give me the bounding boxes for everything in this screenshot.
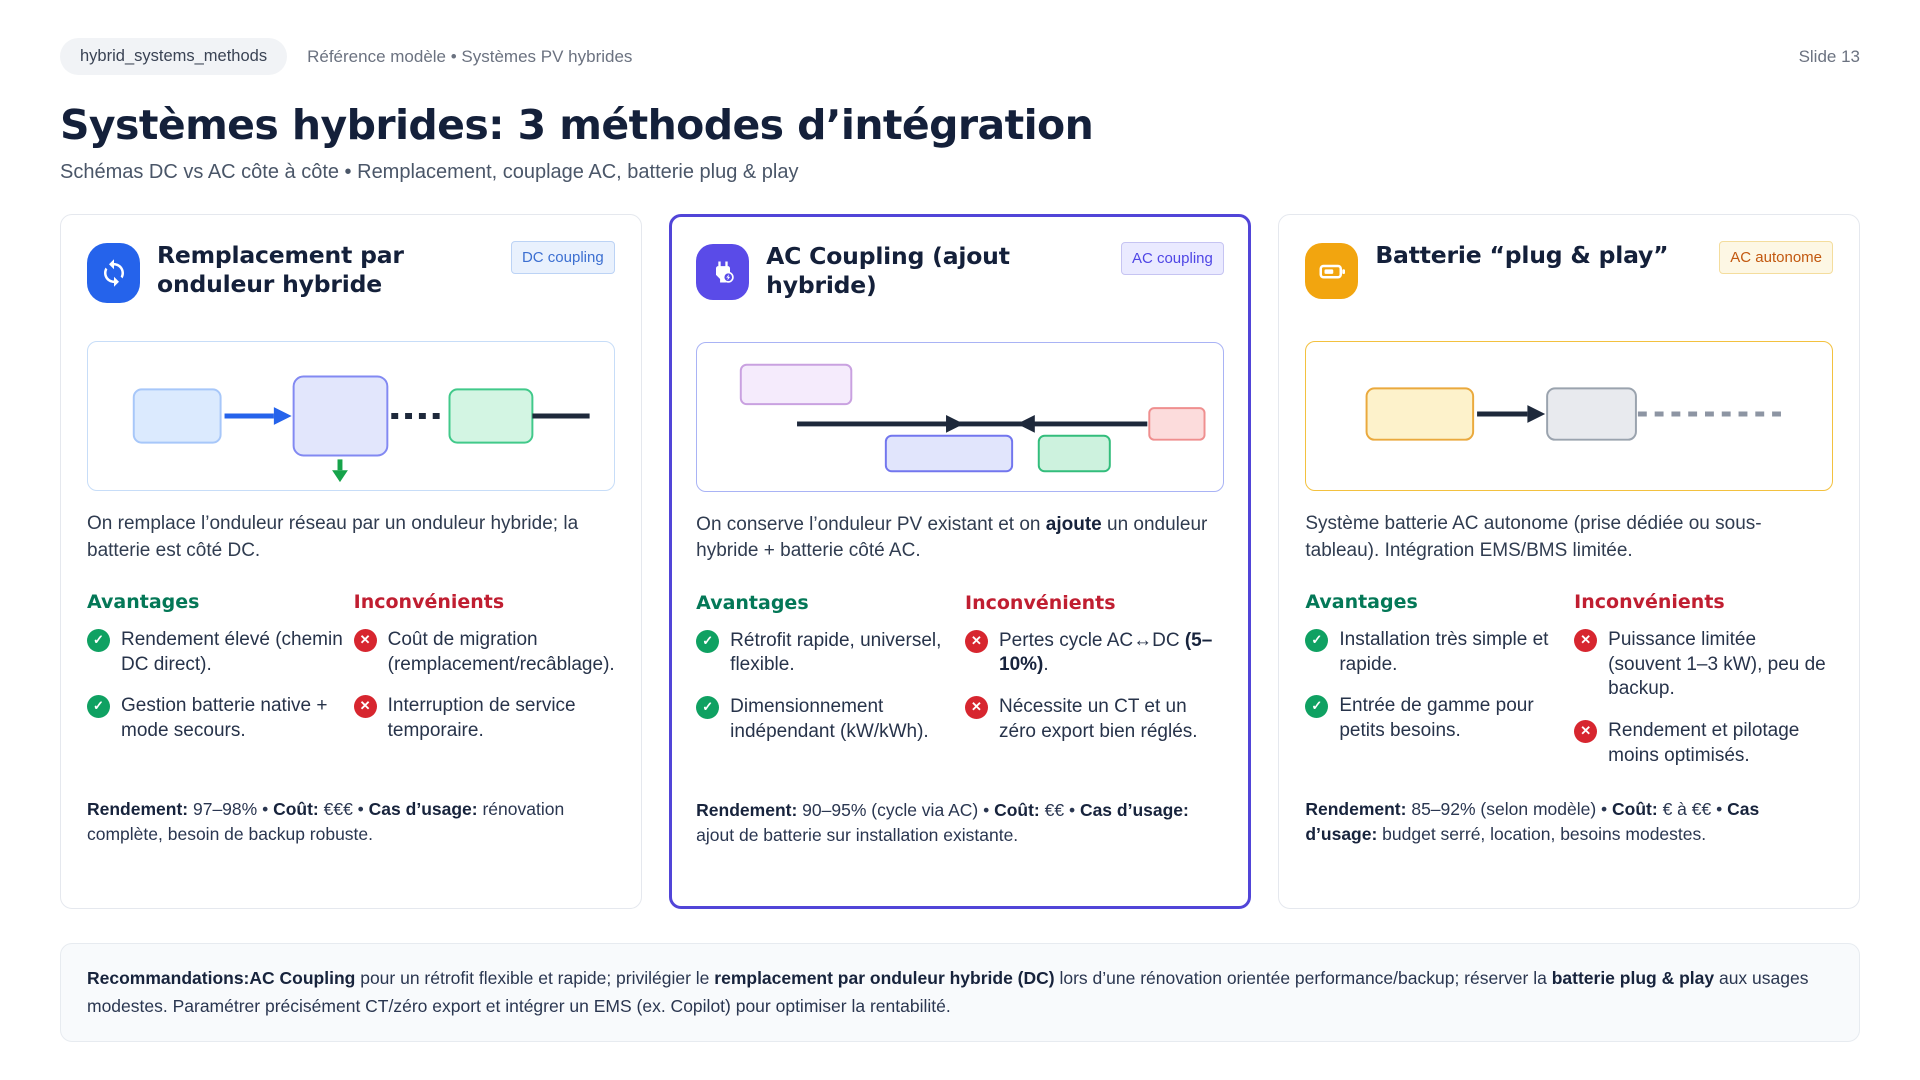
card-description: On conserve l’onduleur PV existant et on… — [696, 513, 1208, 562]
card-header: Batterie “plug & play” AC autonome — [1305, 241, 1834, 329]
diagram-box-yellow — [1365, 387, 1475, 441]
card-ac-coupling: AC Coupling (ajout hybride) AC coupling … — [668, 214, 1252, 909]
diagram-box-lavender — [739, 363, 853, 405]
cons-heading: Inconvénients — [965, 591, 1116, 614]
check-icon: ✓ — [87, 695, 110, 719]
cross-icon: ✕ — [353, 695, 377, 719]
cross-icon: ✕ — [965, 695, 988, 719]
diagram-box-green — [448, 388, 534, 444]
cons-heading: Inconvénients — [353, 591, 505, 613]
pros-column: Avantages ✓ Installation très simple et … — [1305, 591, 1564, 797]
diagram-box-blue — [132, 388, 222, 444]
card-stats-footer: Rendement: 90–95% (cycle via AC) • Coût:… — [696, 799, 1189, 845]
top-bar: hybrid_systems_methods Référence modèle … — [60, 38, 1860, 75]
cons-item: ✕ Puissance limitée (souvent 1–3 kW), pe… — [1574, 628, 1833, 702]
cons-item: ✕ Pertes cycle AC↔DC (5–10%). — [965, 629, 1224, 678]
coupling-badge: AC coupling — [1120, 241, 1224, 275]
recommendations-box: Recommandations:AC Coupling pour un rétr… — [60, 943, 1860, 1043]
pros-item-text: Installation très simple et rapide. — [1339, 629, 1549, 675]
cross-icon: ✕ — [965, 629, 988, 653]
ac-coupling-diagram — [696, 341, 1224, 492]
cons-item: ✕ Nécessite un CT et un zéro export bien… — [965, 695, 1224, 744]
cons-item-text: Interruption de service temporaire. — [387, 695, 576, 742]
pros-column: Avantages ✓ Rendement élevé (chemin DC d… — [87, 591, 344, 797]
cons-item-text: Pertes cycle AC↔DC (5–10%). — [999, 629, 1213, 676]
pros-column: Avantages ✓ Rétrofit rapide, universel, … — [696, 592, 955, 798]
check-icon: ✓ — [87, 629, 110, 652]
pros-item: ✓ Dimensionnement indépendant (kW/kWh). — [696, 695, 955, 744]
slide-number: Slide 13 — [1798, 46, 1860, 66]
check-icon: ✓ — [1305, 629, 1329, 652]
card-description: On remplace l’onduleur réseau par un ond… — [87, 513, 579, 561]
method-cards-row: Remplacement par onduleur hybride DC cou… — [60, 214, 1861, 909]
cons-item-text: Puissance limitée (souvent 1–3 kW), peu … — [1608, 629, 1826, 700]
pros-item-text: Rétrofit rapide, universel, flexible. — [730, 629, 942, 676]
diagram-box-gray — [1546, 387, 1638, 441]
cross-icon: ✕ — [1574, 720, 1598, 744]
diagram-box-green — [1037, 434, 1111, 472]
card-title: AC Coupling (ajout hybride) — [766, 241, 1010, 299]
slide-tag-badge: hybrid_systems_methods — [60, 38, 288, 75]
check-icon: ✓ — [1305, 695, 1329, 719]
cons-column: Inconvénients ✕ Pertes cycle AC↔DC (5–10… — [965, 592, 1224, 798]
diagram-box-purple — [292, 375, 389, 457]
card-description: Système batterie AC autonome (prise dédi… — [1305, 513, 1762, 561]
dc-coupling-diagram — [87, 341, 615, 491]
coupling-badge: AC autonome — [1719, 241, 1834, 274]
card-header: Remplacement par onduleur hybride DC cou… — [87, 241, 615, 329]
card-title: Remplacement par onduleur hybride — [157, 241, 404, 299]
check-icon: ✓ — [696, 629, 720, 653]
cons-item: ✕ Rendement et pilotage moins optimisés. — [1574, 719, 1833, 768]
pros-cons-columns: Avantages ✓ Rendement élevé (chemin DC d… — [87, 591, 615, 797]
pros-item-text: Gestion batterie native + mode secours. — [121, 695, 328, 742]
pros-item: ✓ Rétrofit rapide, universel, flexible. — [696, 629, 955, 678]
card-stats-footer: Rendement: 97–98% • Coût: €€€ • Cas d’us… — [87, 799, 565, 845]
card-title: Batterie “plug & play” — [1375, 241, 1669, 269]
cons-column: Inconvénients ✕ Puissance limitée (souve… — [1574, 591, 1833, 797]
card-header: AC Coupling (ajout hybride) AC coupling — [696, 241, 1224, 330]
plug-icon — [696, 243, 750, 300]
cross-icon: ✕ — [353, 629, 377, 652]
pros-item-text: Dimensionnement indépendant (kW/kWh). — [730, 695, 929, 742]
cons-item-text: Nécessite un CT et un zéro export bien r… — [999, 695, 1198, 742]
pros-cons-columns: Avantages ✓ Installation très simple et … — [1305, 591, 1833, 797]
pros-item-text: Entrée de gamme pour petits besoins. — [1339, 695, 1534, 742]
cons-heading: Inconvénients — [1574, 591, 1725, 613]
battery-icon — [1305, 243, 1359, 299]
coupling-badge: DC coupling — [510, 241, 615, 274]
sync-icon — [87, 243, 140, 303]
pros-item-text: Rendement élevé (chemin DC direct). — [121, 629, 343, 675]
pros-item: ✓ Gestion batterie native + mode secours… — [87, 694, 344, 743]
breadcrumb: Référence modèle • Systèmes PV hybrides — [307, 46, 633, 66]
card-stats-footer: Rendement: 85–92% (selon modèle) • Coût:… — [1305, 799, 1760, 845]
pros-heading: Avantages — [1305, 591, 1418, 613]
pros-item: ✓ Entrée de gamme pour petits besoins. — [1305, 694, 1564, 743]
pros-item: ✓ Rendement élevé (chemin DC direct). — [87, 628, 344, 677]
page-title: Systèmes hybrides: 3 méthodes d’intégrat… — [60, 101, 1094, 149]
pros-heading: Avantages — [696, 591, 809, 614]
pros-cons-columns: Avantages ✓ Rétrofit rapide, universel, … — [696, 592, 1224, 798]
cons-column: Inconvénients ✕ Coût de migration (rempl… — [353, 591, 615, 797]
cons-item: ✕ Coût de migration (remplacement/recâbl… — [353, 628, 615, 677]
diagram-box-blue — [885, 434, 1014, 472]
pros-heading: Avantages — [87, 591, 200, 613]
pros-item: ✓ Installation très simple et rapide. — [1305, 628, 1564, 677]
cons-item-text: Coût de migration (remplacement/recâblag… — [387, 629, 615, 675]
page-subtitle: Schémas DC vs AC côte à côte • Remplacem… — [60, 161, 799, 183]
card-dc-replacement: Remplacement par onduleur hybride DC cou… — [60, 214, 642, 909]
card-plug-play-battery: Batterie “plug & play” AC autonome Systè… — [1278, 214, 1861, 909]
check-icon: ✓ — [696, 695, 720, 719]
cons-item-text: Rendement et pilotage moins optimisés. — [1608, 720, 1800, 766]
standalone-battery-diagram — [1305, 341, 1834, 491]
cross-icon: ✕ — [1574, 629, 1598, 652]
diagram-box-red — [1148, 406, 1206, 441]
cons-item: ✕ Interruption de service temporaire. — [353, 694, 615, 743]
